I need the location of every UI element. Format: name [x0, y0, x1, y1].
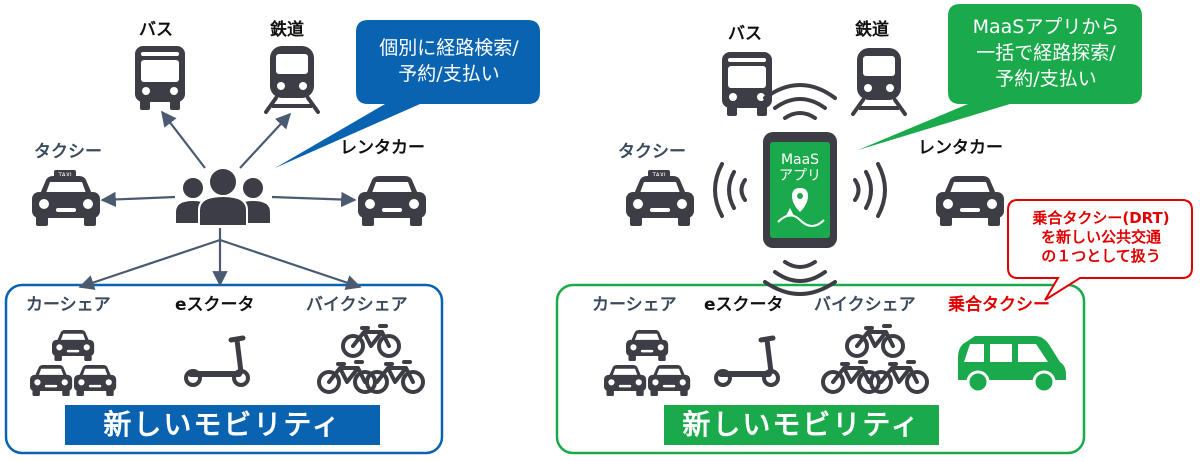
left-speech-bubble: [275, 20, 540, 168]
right-panel: TAXI: [555, 4, 1193, 455]
right-speech-bubble: [858, 4, 1142, 150]
left-taxi-sign: TAXI: [57, 172, 71, 179]
right-bus-icon: [722, 52, 772, 116]
left-bus-icon: [135, 46, 185, 110]
left-title-bar: [65, 405, 380, 445]
right-bubble-line-2: 一括で経路探索/: [976, 42, 1116, 64]
right-label-taxi: タクシー: [618, 142, 686, 162]
right-title-bar: [664, 405, 939, 445]
phone-line-1: MaaS: [780, 152, 820, 168]
left-label-bikeshare: バイクシェア: [306, 295, 408, 315]
right-label-bikeshare: バイクシェア: [814, 295, 916, 315]
phone-screen-text: MaaS アプリ: [770, 152, 830, 184]
left-arrows: [78, 110, 362, 290]
right-bubble-line-3: 予約/支払い: [995, 68, 1097, 90]
right-bubble-text: MaaSアプリから 一括で経路探索/ 予約/支払い: [950, 14, 1142, 92]
drt-callout-line-3: の１つとして扱う: [1041, 247, 1161, 265]
left-label-bus: バス: [139, 20, 173, 40]
phone-line-2: アプリ: [779, 168, 821, 184]
left-train-icon: [264, 44, 320, 114]
drt-callout: [1007, 199, 1193, 301]
right-bikeshare-icon: [821, 324, 929, 394]
left-carshare-icon: [30, 330, 117, 396]
right-taxi-icon: TAXI: [626, 170, 694, 226]
left-label-rail: 鉄道: [270, 20, 304, 40]
right-label-ridetaxi: 乗合タクシー: [948, 295, 1050, 315]
right-mobility-box: [555, 283, 1086, 455]
left-label-carshare: カーシェア: [26, 295, 111, 315]
right-taxi-sign: TAXI: [651, 172, 665, 179]
drt-callout-line-2: を新しい公共交通: [1040, 228, 1161, 246]
right-label-carshare: カーシェア: [592, 295, 677, 315]
left-rental-car-icon: [358, 176, 426, 226]
left-panel: TAXI: [4, 20, 540, 455]
right-panel-title: 新しいモビリティ: [682, 408, 921, 441]
right-escooter-icon: [716, 338, 778, 385]
left-bikeshare-icon: [317, 324, 425, 394]
right-label-escooter: eスクータ: [704, 295, 784, 315]
right-carshare-icon: [604, 330, 691, 396]
left-bubble-text: 個別に経路検索/ 予約/支払い: [358, 35, 540, 87]
left-label-escooter: eスクータ: [175, 295, 255, 315]
left-panel-title: 新しいモビリティ: [103, 408, 342, 441]
ride-taxi-van-icon: [958, 336, 1066, 394]
left-taxi-icon: TAXI: [32, 170, 100, 226]
maas-phone-icon: [763, 132, 837, 248]
left-label-taxi: タクシー: [34, 142, 102, 162]
signal-waves-icon: [713, 83, 887, 296]
left-escooter-icon: [186, 338, 248, 385]
left-bubble-line-1: 個別に経路検索/: [379, 37, 519, 59]
right-bubble-line-1: MaaSアプリから: [972, 16, 1120, 38]
right-label-bus: バス: [728, 24, 762, 44]
drt-callout-line-1: 乗合タクシー(DRT): [1032, 209, 1170, 227]
right-label-rail: 鉄道: [855, 20, 889, 40]
right-rental-car-icon: [936, 176, 1004, 226]
people-group-icon: [174, 167, 272, 227]
right-label-rental: レンタカー: [918, 138, 1003, 158]
left-label-rental: レンタカー: [340, 138, 425, 158]
right-train-icon: [851, 46, 907, 116]
drt-callout-text: 乗合タクシー(DRT) を新しい公共交通 の１つとして扱う: [1010, 209, 1192, 266]
left-bubble-line-2: 予約/支払い: [398, 63, 500, 85]
